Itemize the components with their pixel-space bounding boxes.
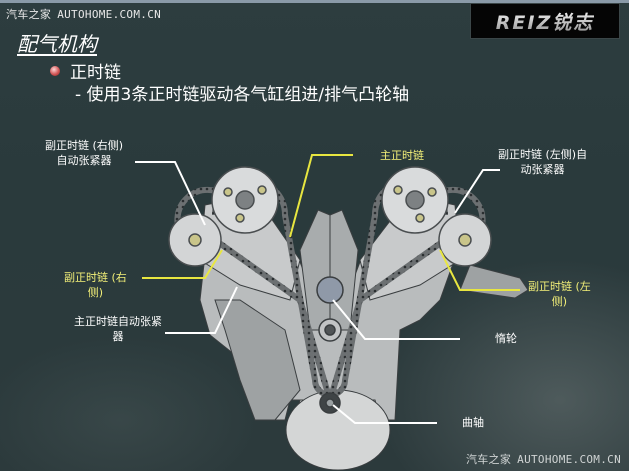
watermark-url: AUTOHOME.COM.CN: [57, 8, 162, 21]
label-crankshaft: 曲轴: [462, 416, 484, 429]
slide-title: 配气机构: [17, 32, 97, 56]
leader-main-chain: [289, 154, 353, 238]
label-idler: 惰轮: [495, 332, 517, 345]
watermark-bottom-url: AUTOHOME.COM.CN: [517, 453, 621, 466]
bullet-dot-icon: [50, 65, 60, 76]
leader-left-sub-chain: [439, 249, 520, 291]
leader-idler: [332, 299, 460, 340]
watermark-cn: 汽车之家: [6, 8, 52, 21]
leader-lines: [135, 154, 520, 424]
bullet-text: 正时链: [70, 63, 121, 83]
label-right-sub-chain: 副正时链 (右 侧): [64, 271, 127, 299]
label-main-chain: 主正时链: [380, 149, 424, 162]
watermark-bottom: 汽车之家 AUTOHOME.COM.CN: [466, 451, 621, 467]
top-border: [0, 0, 629, 3]
leader-crankshaft: [332, 404, 437, 424]
label-left-sub-chain: 副正时链 (左 侧): [528, 280, 591, 308]
leader-main-tensioner: [165, 286, 238, 334]
label-main-tensioner: 主正时链自动张紧 器: [74, 315, 162, 343]
idler-and-crank: [316, 276, 344, 414]
watermark-top: 汽车之家 AUTOHOME.COM.CN: [6, 6, 161, 22]
leader-right-sub-chain: [142, 249, 223, 279]
watermark-bottom-cn: 汽车之家: [465, 453, 512, 466]
reiz-logo: REIZ锐志: [470, 3, 620, 39]
bullet-item: 正时链: [50, 58, 121, 83]
leader-right-tensioner: [135, 161, 206, 226]
label-right-tensioner: 副正时链 (右侧) 自动张紧器: [45, 139, 124, 167]
cam-sprockets: [168, 166, 492, 267]
leader-left-tensioner: [454, 169, 500, 214]
label-left-tensioner: 副正时链 (左侧)自 动张紧器: [498, 148, 588, 176]
sub-bullet-text: - 使用3条正时链驱动各气缸组进/排气凸轮轴: [75, 85, 410, 105]
logo-text: REIZ锐志: [496, 8, 594, 35]
